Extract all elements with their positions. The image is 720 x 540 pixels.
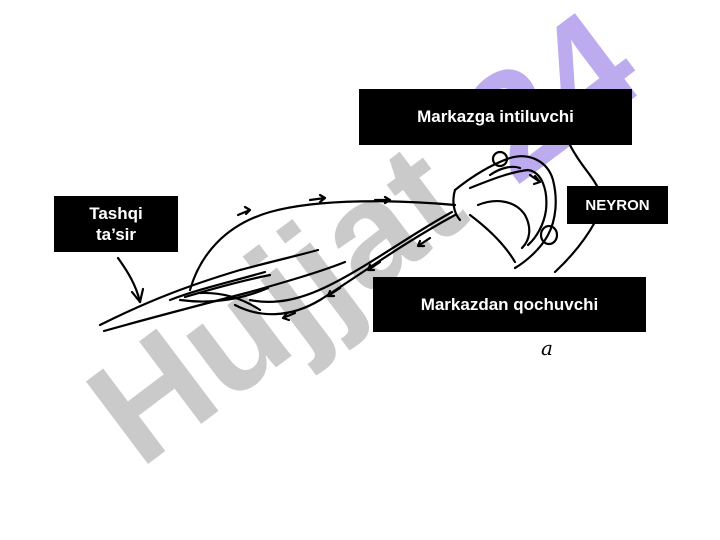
stimulus-label-line1: Tashqi [89, 204, 143, 223]
figure-letter: a [541, 336, 553, 360]
muscle-outline-top [98, 248, 320, 327]
efferent-label: Markazdan qochuvchi [373, 277, 646, 332]
efferent-fiber [233, 213, 457, 316]
afferent-fiber [188, 200, 457, 292]
neuron-node-top [491, 150, 509, 168]
stimulus-label-line2: ta’sir [95, 225, 136, 244]
afferent-label-text: Markazga intiluvchi [417, 107, 574, 126]
neuron-outline [453, 155, 557, 270]
neuron-node-right [539, 224, 559, 246]
neuron-label: NEYRON [567, 186, 668, 224]
efferent-label-text: Markazdan qochuvchi [420, 294, 599, 314]
neuron-label-text: NEYRON [585, 196, 650, 214]
stimulus-arrow [116, 256, 142, 304]
stimulus-label: Tashqi ta’sir [54, 196, 178, 252]
muscle-outline-bottom [102, 260, 347, 333]
afferent-label: Markazga intiluvchi [359, 89, 632, 145]
